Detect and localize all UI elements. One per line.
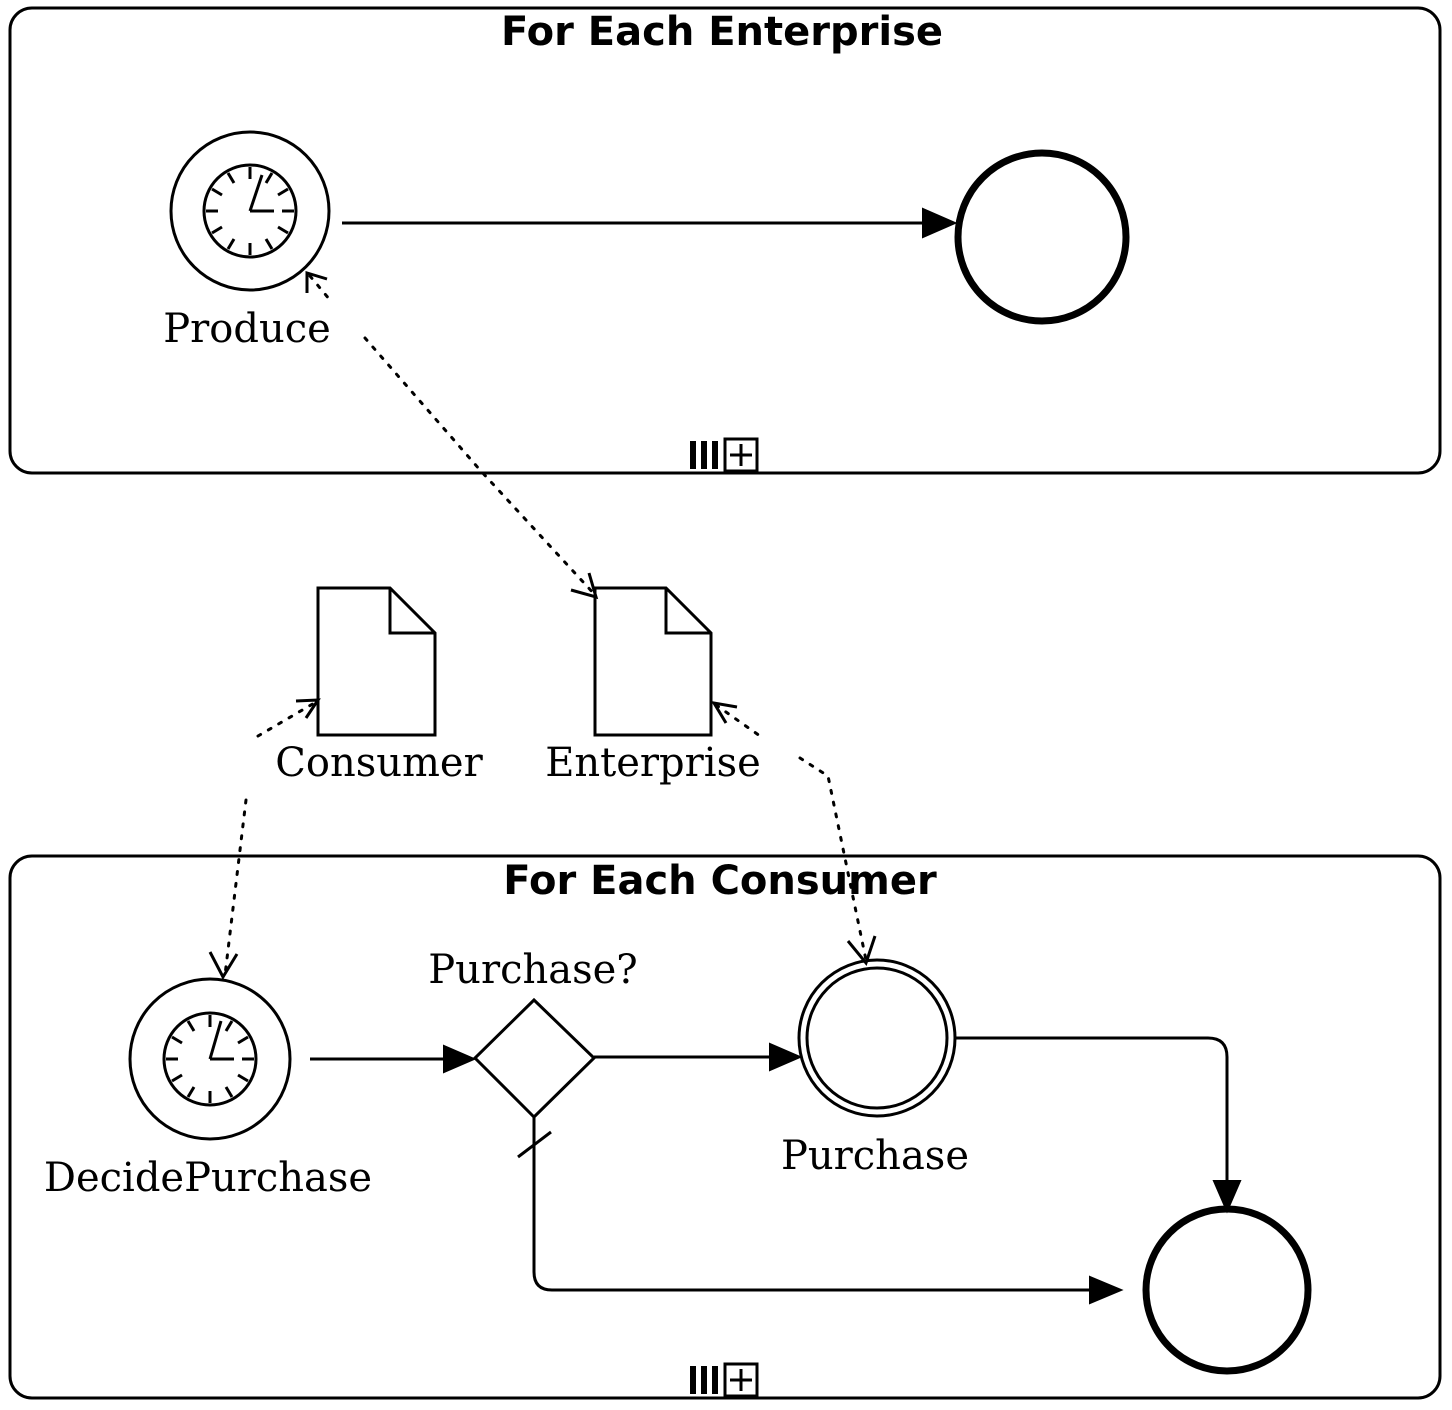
data-object-consumer[interactable]: Consumer (275, 586, 484, 786)
default-flow-gateway-end[interactable] (517, 1117, 1124, 1305)
open-arrowhead-icon (295, 698, 321, 719)
subprocess-consumer-title: For Each Consumer (503, 858, 937, 904)
purchase-event-outer-circle (797, 958, 957, 1118)
association-enterprise-purchase[interactable] (711, 700, 877, 967)
sequence-flow-decide-gateway[interactable] (310, 1044, 477, 1074)
open-arrowhead-icon (305, 270, 328, 293)
clock-icon (202, 163, 298, 259)
gateway-label: Purchase? (428, 947, 637, 993)
sequence-flow-produce-end[interactable] (342, 207, 958, 239)
subprocess-consumer[interactable]: For Each Consumer (8, 854, 1442, 1400)
association-consumer-decidepurchase[interactable] (208, 698, 321, 981)
document-icon (593, 586, 713, 737)
produce-label: Produce (163, 306, 331, 352)
document-icon (316, 586, 437, 737)
subprocess-enterprise-border (8, 6, 1442, 475)
purchase-label: Purchase (781, 1133, 969, 1179)
subprocess-enterprise[interactable]: For Each Enterprise (8, 6, 1442, 475)
arrowhead-icon (1212, 1180, 1242, 1214)
multi-instance-collapsed-icon (690, 1362, 759, 1398)
data-object-enterprise[interactable]: Enterprise (545, 586, 761, 786)
open-arrowhead-icon (711, 700, 738, 724)
enterprise-end-event[interactable] (954, 149, 1130, 325)
open-arrowhead-icon (570, 572, 599, 600)
arrowhead-icon (443, 1044, 477, 1074)
default-flow-slash-icon (517, 1130, 552, 1159)
association-produce-enterprise[interactable] (305, 270, 599, 600)
enterprise-label: Enterprise (545, 740, 761, 786)
consumer-end-event[interactable] (1142, 1205, 1312, 1375)
produce-timer-event[interactable]: Produce (163, 130, 331, 352)
multi-instance-collapsed-icon (690, 437, 759, 473)
purchase-event-inner-circle (805, 966, 949, 1110)
decidepurchase-timer-event[interactable]: DecidePurchase (44, 977, 372, 1201)
open-arrowhead-icon (846, 935, 877, 967)
consumer-label: Consumer (275, 740, 483, 786)
gateway-diamond (472, 997, 597, 1120)
purchase-event[interactable]: Purchase (781, 958, 969, 1179)
produce-event-circle (169, 130, 331, 292)
subprocess-consumer-border (8, 854, 1442, 1400)
subprocess-enterprise-title: For Each Enterprise (501, 9, 943, 55)
sequence-flow-gateway-purchase[interactable] (594, 1042, 803, 1072)
decidepurchase-label: DecidePurchase (44, 1155, 372, 1201)
arrowhead-icon (922, 207, 958, 239)
arrowhead-icon (1089, 1275, 1124, 1305)
decidepurchase-event-circle (128, 977, 292, 1141)
sequence-flow-purchase-end[interactable] (955, 1036, 1242, 1214)
exclusive-gateway[interactable]: Purchase? (428, 947, 638, 1120)
arrowhead-icon (769, 1042, 803, 1072)
open-arrowhead-icon (208, 951, 239, 981)
clock-icon (162, 1011, 258, 1107)
